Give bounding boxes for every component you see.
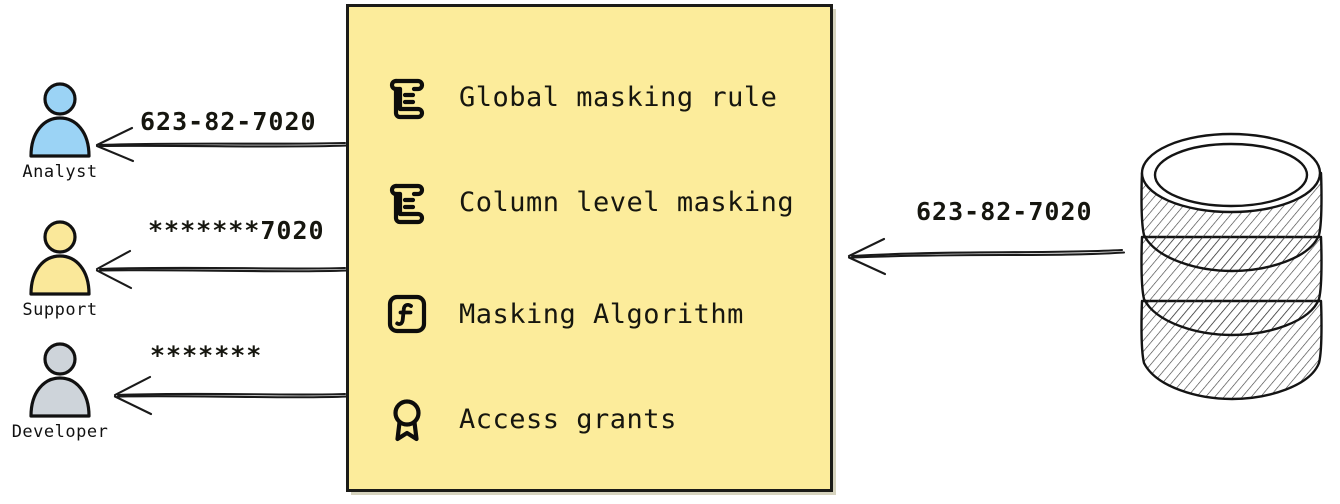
arrow-database-to-panel (847, 237, 1126, 276)
arrow-to-analyst (95, 126, 349, 163)
policy-item-global-masking-rule[interactable]: Global masking rule (381, 66, 777, 128)
actor-support[interactable]: Support (0, 220, 120, 320)
policy-item-masking-algorithm[interactable]: Masking Algorithm (381, 283, 744, 345)
policy-item-label: Masking Algorithm (459, 298, 744, 330)
database-cylinder-icon (1122, 115, 1338, 405)
flow-label-support: *******7020 (148, 216, 325, 245)
policy-item-access-grants[interactable]: Access grants (381, 388, 677, 450)
scroll-icon (381, 71, 433, 123)
policy-feature-list: Global masking rule Column level masking (349, 7, 830, 489)
flow-label-analyst: 623-82-7020 (140, 107, 317, 136)
masking-policy-panel: Global masking rule Column level masking (346, 4, 833, 492)
user-icon (29, 342, 91, 418)
policy-item-label: Column level masking (459, 186, 795, 218)
policy-item-label: Access grants (459, 403, 677, 435)
user-icon (29, 82, 91, 158)
flow-label-database: 623-82-7020 (916, 197, 1093, 226)
policy-item-label: Global masking rule (459, 81, 778, 113)
policy-item-column-level-masking[interactable]: Column level masking (381, 171, 794, 233)
actor-analyst[interactable]: Analyst (0, 82, 120, 182)
actor-label: Support (22, 300, 98, 320)
actor-label: Analyst (22, 162, 98, 182)
award-icon (381, 393, 433, 445)
function-box-icon (381, 288, 433, 340)
flow-label-developer: ******* (150, 341, 263, 370)
actor-label: Developer (11, 422, 109, 442)
user-icon (29, 220, 91, 296)
actor-developer[interactable]: Developer (0, 342, 120, 442)
scroll-icon (381, 176, 433, 228)
arrow-to-developer (113, 375, 349, 416)
arrow-to-support (95, 249, 349, 290)
